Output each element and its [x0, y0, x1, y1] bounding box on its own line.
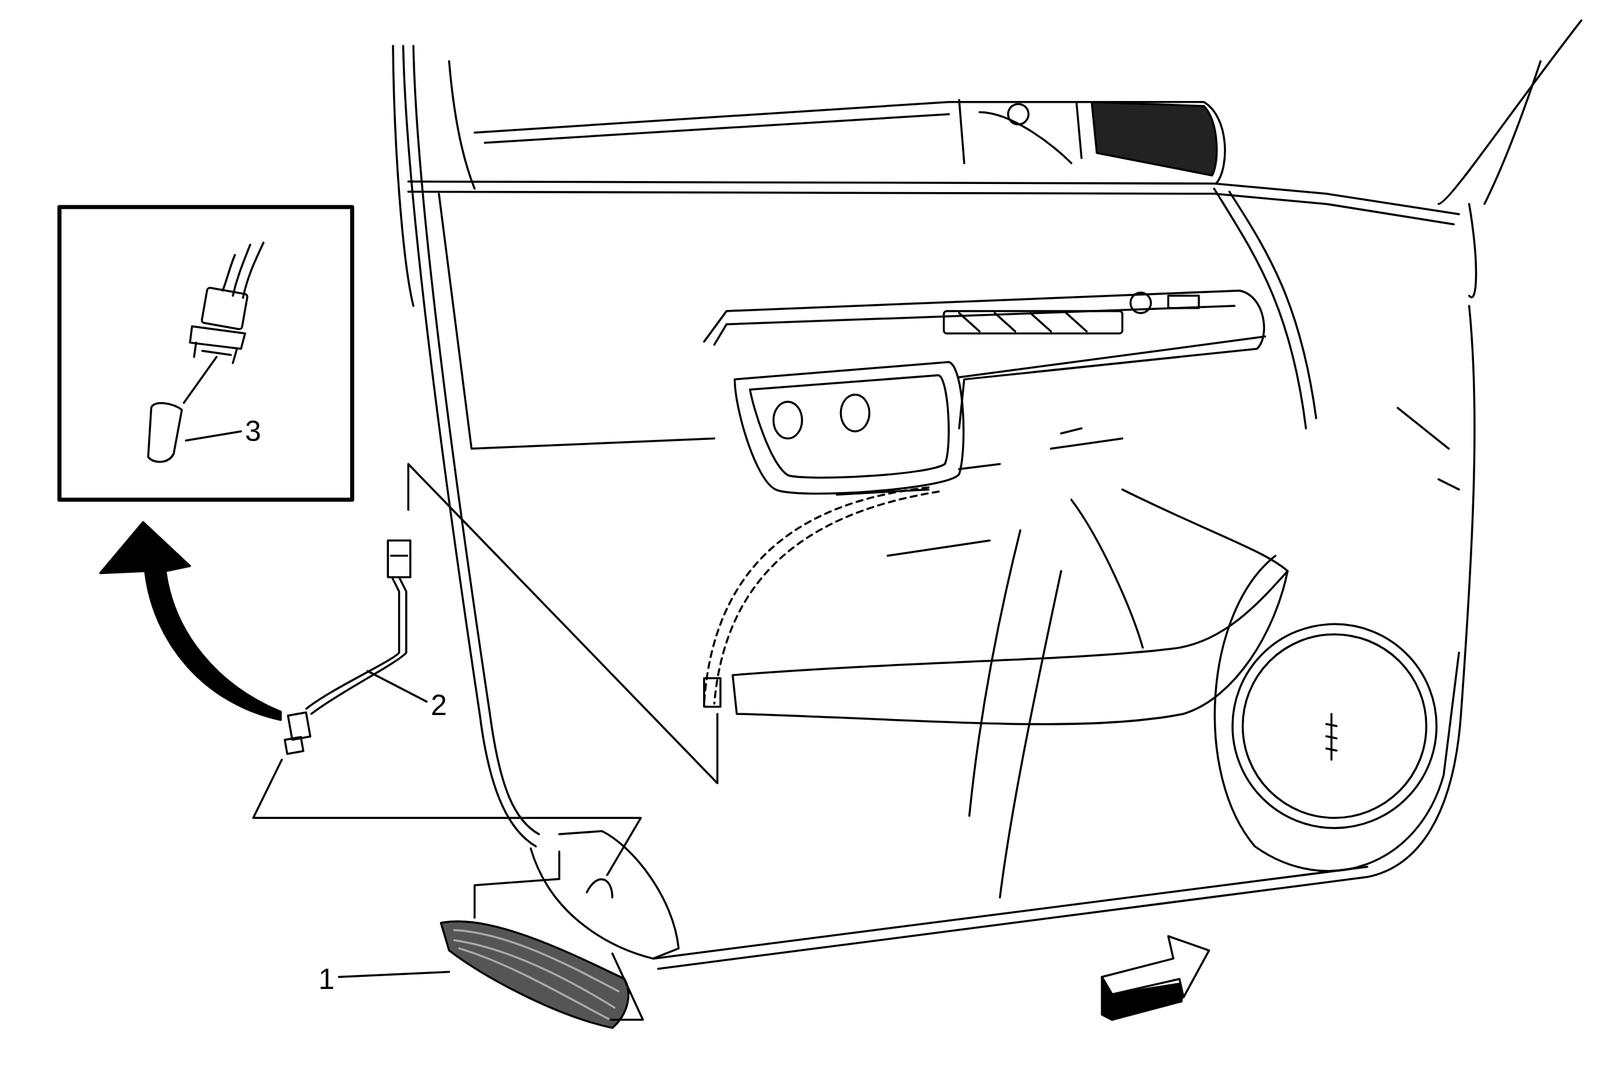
bulb-harness-stroke: [390, 555, 407, 558]
door-bottom-stroke: [1397, 408, 1459, 490]
window-belt: [408, 99, 1459, 225]
direction-arrow-stroke: [1101, 936, 1209, 998]
hidden-wire: [704, 487, 939, 704]
bulb-harness-stroke: [285, 737, 304, 755]
pull-cup-stroke: [840, 394, 870, 432]
callout-arrow: [100, 522, 281, 721]
window-belt-stroke: [1007, 103, 1029, 125]
window-belt-stroke: [979, 112, 1072, 164]
lamp-lens: [441, 921, 629, 1029]
callout-number: 2: [428, 689, 450, 722]
door-frame-stroke: [393, 45, 414, 306]
assembly-lines-stroke: [474, 851, 560, 918]
direction-arrow: [1101, 936, 1209, 1021]
armrest-handle-stroke: [969, 530, 1062, 899]
detail-inset-stroke: [189, 326, 245, 349]
window-belt-stroke: [408, 191, 1454, 225]
callout-number: 3: [242, 415, 264, 448]
switch-panel-stroke: [959, 312, 1087, 332]
detail-inset-stroke: [184, 357, 217, 403]
assembly-lines: [253, 463, 717, 1021]
speaker: [1214, 556, 1459, 872]
upper-trim-stroke: [836, 463, 1000, 495]
detail-inset: [59, 207, 352, 500]
speaker-stroke: [1214, 556, 1459, 872]
door-connector-stroke: [704, 678, 721, 707]
bulb-harness-stroke: [311, 577, 406, 714]
door-frame-stroke: [1438, 20, 1582, 204]
detail-inset-stroke: [148, 402, 182, 462]
lamp-pocket: [530, 831, 679, 960]
door-frame-stroke: [1484, 60, 1541, 204]
upper-trim-stroke: [438, 193, 715, 449]
bulb-harness-stroke: [387, 540, 411, 578]
armrest-handle-stroke: [1071, 489, 1288, 648]
door-frame-stroke: [1469, 203, 1477, 298]
lamp-lens-stroke: [441, 921, 629, 1029]
leader-lines-stroke: [185, 431, 241, 441]
door-frame: [393, 20, 1582, 847]
lamp-pocket-stroke: [530, 831, 679, 960]
bulb-harness-stroke: [306, 577, 400, 709]
speaker-stroke: [1326, 714, 1338, 760]
detail-inset-stroke: [222, 242, 264, 298]
pull-cup: [734, 362, 964, 495]
callout-arrow-stroke: [100, 522, 281, 721]
window-belt-stroke: [1092, 102, 1217, 176]
armrest-handle-stroke: [732, 571, 1288, 725]
switch-panel-stroke: [1168, 296, 1199, 309]
upper-trim: [438, 188, 1317, 557]
door-bottom-stroke: [653, 867, 1368, 960]
switch-panel: [704, 290, 1265, 429]
switch-panel-stroke: [704, 290, 1265, 429]
pull-cup-stroke: [750, 375, 949, 478]
detail-inset-stroke: [59, 207, 352, 500]
window-belt-stroke: [408, 181, 1459, 215]
detail-inset-stroke: [201, 287, 248, 330]
leader-lines: [185, 431, 449, 978]
door-connector: [704, 678, 721, 707]
hidden-wire-stroke: [704, 487, 929, 704]
upper-trim-stroke: [959, 336, 1266, 378]
upper-trim-stroke: [1229, 191, 1317, 418]
assembly-lines-stroke: [253, 759, 641, 876]
window-belt-stroke: [484, 99, 1082, 164]
leader-lines-stroke: [339, 971, 450, 978]
assembly-lines-stroke: [610, 953, 643, 1021]
door-frame-stroke: [449, 60, 475, 189]
lamp-pocket-stroke: [586, 879, 613, 898]
upper-trim-stroke: [887, 428, 1123, 557]
pull-cup-stroke: [773, 401, 802, 439]
callout-number: 1: [316, 963, 338, 996]
armrest-handle: [732, 489, 1288, 898]
lamp-lens-stroke: [453, 930, 619, 1021]
pull-cup-stroke: [734, 362, 964, 495]
switch-panel-stroke: [1130, 292, 1151, 313]
leader-lines-stroke: [367, 671, 427, 702]
door-frame-stroke: [413, 45, 539, 835]
switch-panel-stroke: [943, 311, 1123, 334]
assembly-lines-stroke: [408, 463, 717, 784]
bulb-harness-stroke: [287, 712, 311, 741]
hidden-wire-stroke: [714, 491, 939, 704]
speaker-stroke: [1242, 634, 1427, 818]
speaker-stroke: [1232, 624, 1437, 828]
door-bottom: [653, 305, 1475, 969]
bulb-harness: [285, 540, 411, 755]
window-belt-stroke: [474, 102, 1225, 185]
switch-panel-stroke: [714, 305, 1235, 345]
